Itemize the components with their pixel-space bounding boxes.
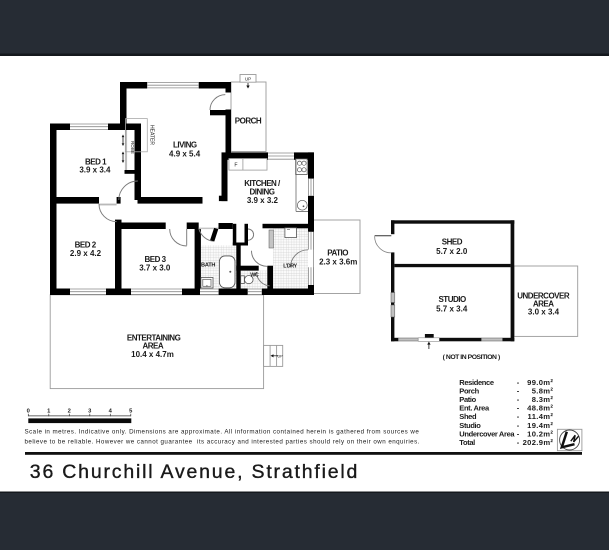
svg-text:HEATER: HEATER xyxy=(149,125,155,145)
svg-text:10.4 x 4.7m: 10.4 x 4.7m xyxy=(131,350,174,359)
svg-text:4: 4 xyxy=(109,408,113,414)
svg-text:BED 1: BED 1 xyxy=(85,158,107,167)
svg-text:AREA: AREA xyxy=(533,299,554,308)
svg-text:5.7 x 3.4: 5.7 x 3.4 xyxy=(436,304,468,313)
svg-text:3.7 x 3.0: 3.7 x 3.0 xyxy=(139,263,171,272)
svg-text:5: 5 xyxy=(129,408,133,414)
svg-text:5.7 x 2.0: 5.7 x 2.0 xyxy=(436,247,468,256)
svg-text:UP: UP xyxy=(277,355,283,359)
svg-text:KITCHEN /: KITCHEN / xyxy=(244,179,281,188)
svg-text:-: - xyxy=(517,429,520,438)
svg-text:ROBE: ROBE xyxy=(130,141,135,154)
svg-text:SHED: SHED xyxy=(442,238,463,247)
svg-text:-: - xyxy=(517,404,520,413)
svg-text:36 Churchill Avenue, Strathfie: 36 Churchill Avenue, Strathfield xyxy=(30,461,359,483)
svg-text:Undercover Area: Undercover Area xyxy=(459,429,515,438)
svg-text:11.4m²: 11.4m² xyxy=(528,412,554,421)
svg-text:-: - xyxy=(517,438,520,447)
svg-text:Ent. Area: Ent. Area xyxy=(459,404,490,413)
svg-text:ENTERTAINING: ENTERTAINING xyxy=(127,333,181,342)
svg-text:99.0m²: 99.0m² xyxy=(527,378,553,387)
svg-text:L’DRY: L’DRY xyxy=(283,263,297,269)
svg-text:DINING: DINING xyxy=(250,188,275,197)
svg-text:STUDIO: STUDIO xyxy=(438,295,466,304)
svg-text:48.8m²: 48.8m² xyxy=(527,404,553,413)
svg-text:3.9 x 3.2: 3.9 x 3.2 xyxy=(247,196,279,205)
svg-text:8.3m²: 8.3m² xyxy=(532,395,554,404)
svg-text:BATH: BATH xyxy=(201,263,215,269)
svg-text:1: 1 xyxy=(47,408,51,414)
svg-text:AREA: AREA xyxy=(142,341,163,350)
svg-text:Total: Total xyxy=(459,438,475,447)
svg-text:PATIO: PATIO xyxy=(327,249,348,258)
svg-text:3.9 x 3.4: 3.9 x 3.4 xyxy=(79,166,111,175)
svg-text:PORCH: PORCH xyxy=(235,117,262,126)
svg-text:WC: WC xyxy=(250,273,259,279)
svg-text:-: - xyxy=(517,412,520,421)
svg-text:10.2m²: 10.2m² xyxy=(527,429,553,438)
svg-text:Shed: Shed xyxy=(459,412,477,421)
svg-text:3: 3 xyxy=(88,408,92,414)
svg-text:Porch: Porch xyxy=(459,386,479,395)
svg-text:UP: UP xyxy=(245,76,251,81)
svg-text:5.8m²: 5.8m² xyxy=(532,386,554,395)
svg-text:( NOT IN POSITION ): ( NOT IN POSITION ) xyxy=(443,354,500,361)
svg-text:202.9m²: 202.9m² xyxy=(523,438,554,447)
svg-text:UNDERCOVER: UNDERCOVER xyxy=(517,292,570,301)
svg-text:19.4m²: 19.4m² xyxy=(527,421,553,430)
svg-text:-: - xyxy=(517,395,520,404)
svg-text:believe to be reliable. Howeve: believe to be reliable. However we canno… xyxy=(25,439,420,446)
svg-text:-: - xyxy=(517,386,520,395)
svg-text:2.9 x 4.2: 2.9 x 4.2 xyxy=(70,249,102,258)
svg-text:LIVING: LIVING xyxy=(173,141,197,150)
svg-text:Scale in metres. Indicative on: Scale in metres. Indicative only. Dimens… xyxy=(25,429,420,436)
svg-text:3.0 x 3.4: 3.0 x 3.4 xyxy=(528,307,560,316)
svg-text:Patio: Patio xyxy=(459,395,476,404)
svg-text:2.3 x 3.6m: 2.3 x 3.6m xyxy=(319,258,357,267)
svg-text:Studio: Studio xyxy=(459,421,481,430)
svg-text:-: - xyxy=(517,378,520,387)
svg-text:0: 0 xyxy=(27,408,30,414)
svg-text:-: - xyxy=(517,421,520,430)
svg-text:BED 3: BED 3 xyxy=(144,255,166,264)
svg-text:BED 2: BED 2 xyxy=(75,241,97,250)
svg-text:F: F xyxy=(234,162,237,168)
svg-text:Residence: Residence xyxy=(459,378,494,387)
svg-text:2: 2 xyxy=(68,408,71,414)
svg-text:4.9 x 5.4: 4.9 x 5.4 xyxy=(169,150,201,159)
